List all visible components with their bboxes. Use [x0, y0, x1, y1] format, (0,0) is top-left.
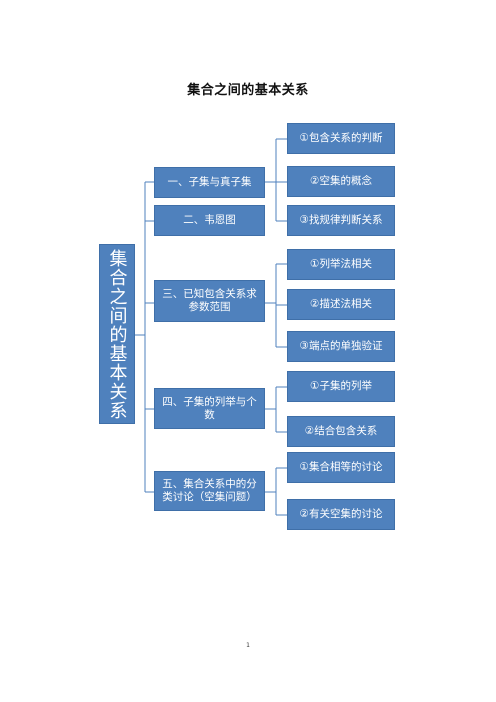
- branch-node-1: 一、子集与真子集: [154, 167, 265, 198]
- branch-node-2: 二、韦恩图: [154, 205, 265, 236]
- leaf-node-4-1: ①子集的列举: [287, 371, 395, 402]
- branch-node-3: 三、已知包含关系求参数范围: [154, 280, 265, 322]
- page-number: 1: [246, 642, 250, 649]
- branch-node-5: 五、集合关系中的分类讨论（空集问题）: [154, 471, 265, 511]
- leaf-node-3-2: ②描述法相关: [287, 289, 395, 320]
- leaf-node-5-1: ①集合相等的讨论: [287, 452, 395, 483]
- leaf-node-1-1: ①包含关系的判断: [287, 123, 395, 154]
- branch-node-4: 四、子集的列举与个数: [154, 388, 265, 429]
- page-title: 集合之间的基本关系: [187, 83, 309, 98]
- leaf-node-4-2: ②结合包含关系: [287, 416, 395, 447]
- root-node: 集合之间的基本关系: [99, 244, 135, 424]
- leaf-node-1-2: ②空集的概念: [287, 166, 395, 197]
- leaf-node-3-1: ①列举法相关: [287, 249, 395, 280]
- leaf-node-5-2: ②有关空集的讨论: [287, 499, 395, 530]
- leaf-node-1-3: ③找规律判断关系: [287, 205, 395, 236]
- leaf-node-3-3: ③端点的单独验证: [287, 331, 395, 362]
